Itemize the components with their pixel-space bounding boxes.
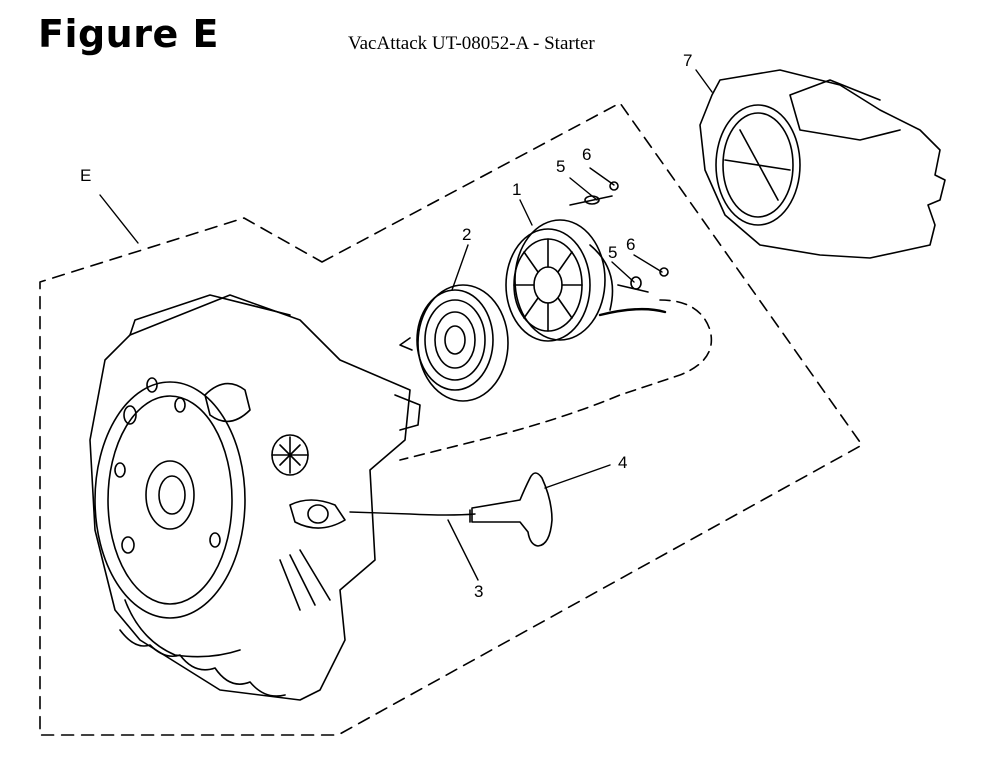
callout-3: 3 — [474, 582, 483, 601]
starter-housing — [89, 294, 421, 701]
starter-handle — [469, 472, 553, 547]
starter-pulley — [505, 219, 614, 342]
starter-rope — [349, 299, 713, 516]
callout-2: 2 — [462, 225, 471, 244]
callout-6-upper: 6 — [582, 145, 591, 164]
pawl-screw-upper — [569, 181, 619, 206]
pawl-screw-lower — [617, 267, 669, 293]
callout-4: 4 — [618, 453, 627, 472]
callout-e: E — [80, 166, 91, 185]
callout-1: 1 — [512, 180, 521, 199]
callout-7: 7 — [683, 51, 692, 70]
callout-5-upper: 5 — [556, 157, 565, 176]
assembly-boundary — [39, 102, 863, 736]
callout-5-lower: 5 — [608, 243, 617, 262]
diagram-title: VacAttack UT-08052-A - Starter — [348, 33, 595, 54]
figure-label: Figure E — [38, 12, 219, 56]
fan-cover — [699, 69, 946, 259]
callout-6-lower: 6 — [626, 235, 635, 254]
spring-case — [399, 284, 509, 402]
leader-lines — [99, 69, 713, 581]
